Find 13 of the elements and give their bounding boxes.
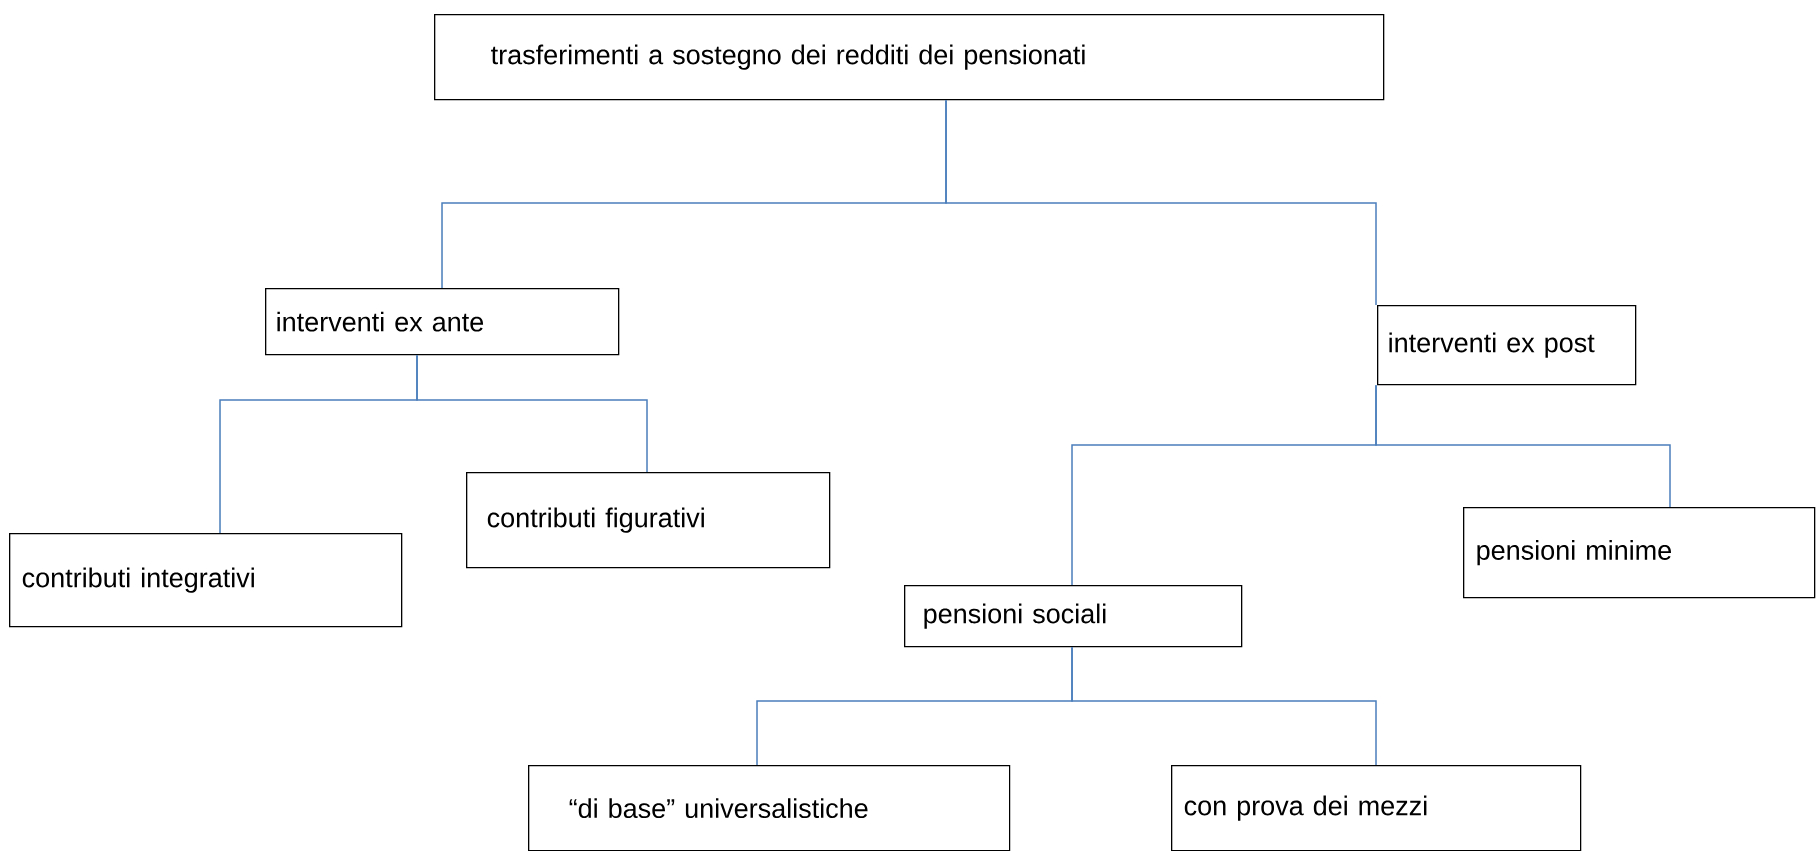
text-box: pensioni minime [1463, 507, 1816, 599]
text-box: contributi integrativi [9, 533, 403, 628]
text-box: interventi ex post [1377, 305, 1637, 386]
connector-line [1071, 646, 1377, 766]
connector-line [945, 99, 1377, 306]
text-box: interventi ex ante [265, 288, 620, 356]
text-box: trasferimenti a sostegno dei redditi dei pensionati [434, 14, 1385, 101]
text-box: pensioni sociali [904, 585, 1243, 648]
connector-line [1375, 384, 1671, 508]
connector-line [416, 354, 648, 473]
text-box: contributi figurativi [466, 472, 831, 569]
text-box: “di base” universalistiche [528, 765, 1011, 851]
text-box: con prova dei mezzi [1171, 765, 1582, 851]
